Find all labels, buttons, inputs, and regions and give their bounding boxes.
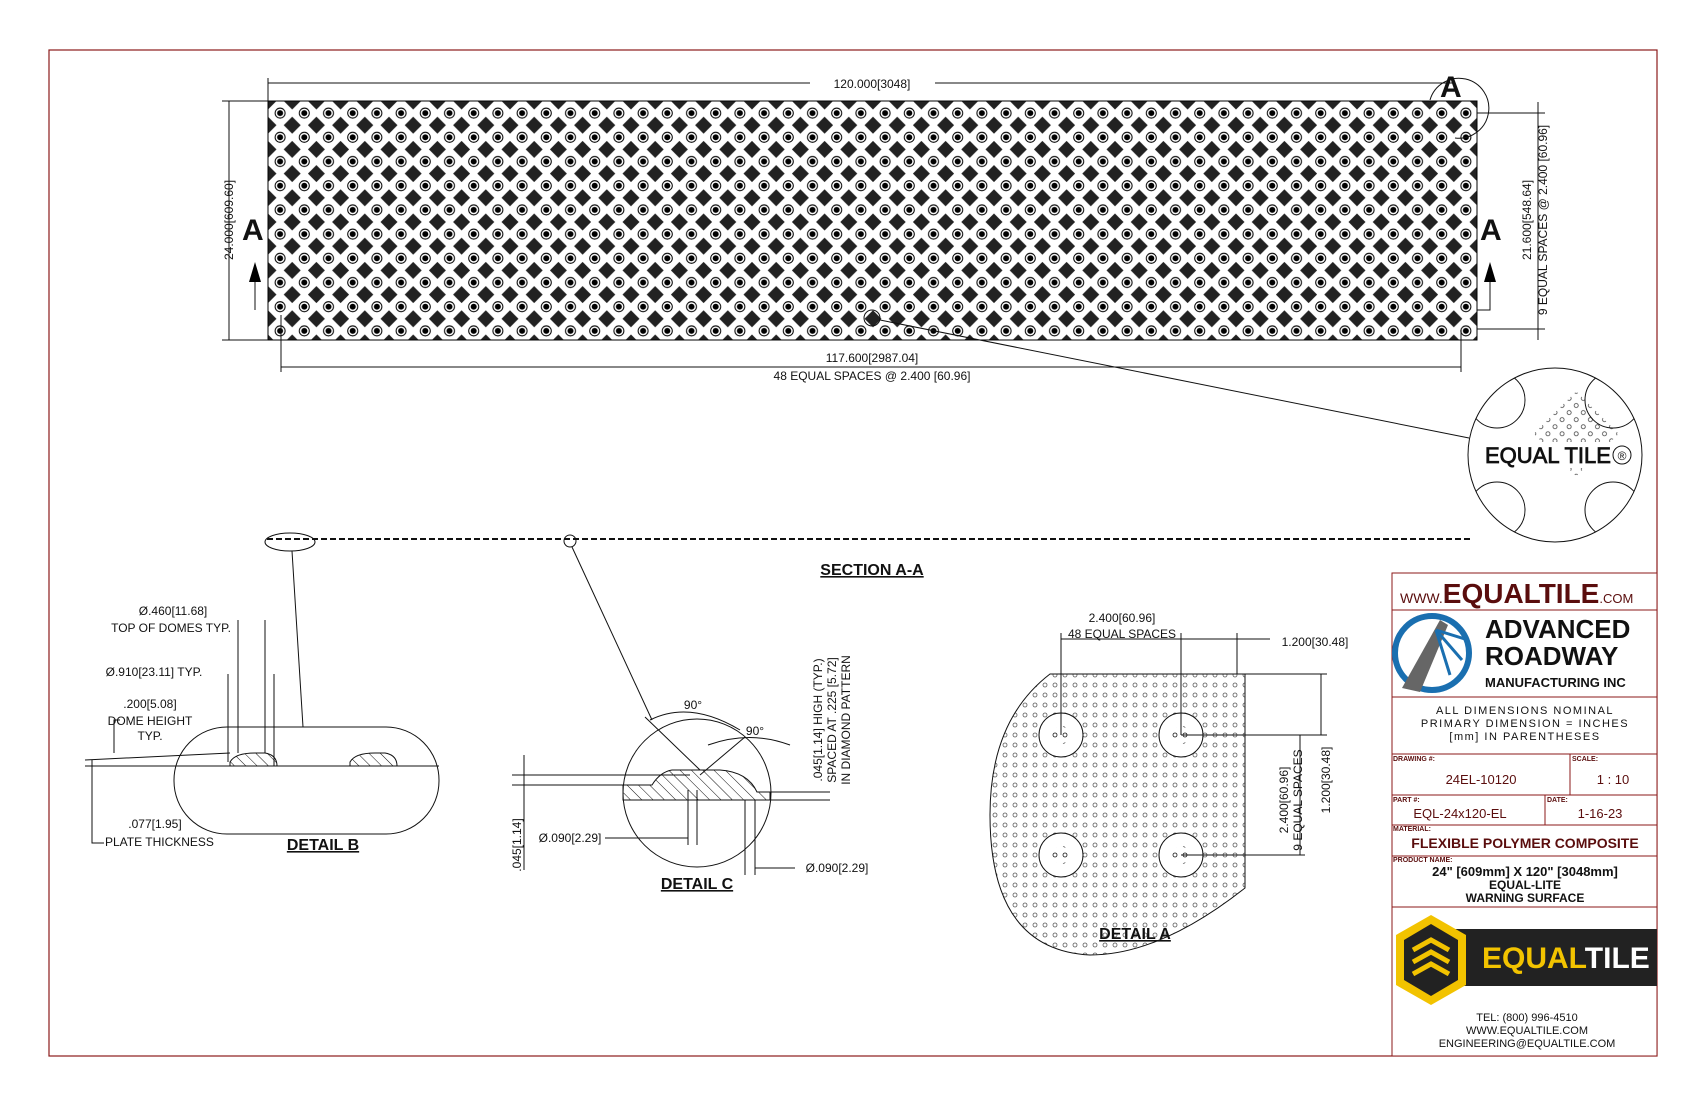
- detail-a-spacing-dim: 2.400[60.96]: [1089, 611, 1156, 625]
- detail-c: 90° 90° .045[1.14] Ø.090[2.29] Ø.090[2.2…: [510, 546, 869, 893]
- dome-height-dim: .200[5.08]: [123, 697, 176, 711]
- product-line-3: WARNING SURFACE: [1466, 891, 1585, 905]
- contact-website: WWW.EQUALTILE.COM: [1466, 1025, 1588, 1037]
- detail-c-title: DETAIL C: [661, 876, 734, 893]
- top-dome-note: TOP OF DOMES TYP.: [111, 621, 231, 635]
- vert-spacing-dim: 2.400[60.96]: [1277, 767, 1291, 834]
- base-dia-dim: Ø.910[23.11] TYP.: [106, 665, 203, 679]
- plate-thickness-dim: .077[1.95]: [128, 817, 181, 831]
- website-suffix: .COM: [1599, 591, 1633, 606]
- scale-value: 1 : 10: [1597, 772, 1630, 787]
- detail-a-title: DETAIL A: [1099, 926, 1171, 943]
- material-label: MATERIAL:: [1393, 826, 1431, 833]
- website-main: EQUALTILE: [1443, 578, 1600, 609]
- dome-spaces-width-note: 9 EQUAL SPACES @ 2.400 [60.96]: [1536, 125, 1550, 315]
- date-value: 1-16-23: [1578, 806, 1623, 821]
- dome-span-length-dim: 117.600[2987.04]: [826, 351, 919, 365]
- dia-2-dim: Ø.090[2.29]: [806, 861, 869, 875]
- detail-a-spacing-note: 48 EQUAL SPACES: [1068, 627, 1176, 641]
- bar-note-3: IN DIAMOND PATTERN: [839, 655, 853, 785]
- section-title: SECTION A-A: [820, 562, 924, 579]
- edge-offset-x-dim: 1.200[30.48]: [1282, 635, 1349, 649]
- detail-a: 2.400[60.96] 48 EQUAL SPACES 1.200[30.48…: [989, 611, 1349, 956]
- section-marker-left: A: [242, 214, 264, 247]
- part-label: PART #:: [1393, 797, 1420, 804]
- note-line-2: PRIMARY DIMENSION = INCHES: [1421, 718, 1629, 730]
- date-label: DATE:: [1547, 797, 1568, 804]
- scale-label: SCALE:: [1572, 756, 1598, 763]
- angle-2: 90°: [746, 724, 764, 738]
- product-label: PRODUCT NAME:: [1393, 857, 1453, 864]
- detail-a-marker: A: [1440, 71, 1462, 104]
- material-value: FLEXIBLE POLYMER COMPOSITE: [1411, 835, 1638, 851]
- brand-name-part-2: TILE: [1585, 942, 1650, 975]
- section-marker-right: A: [1480, 214, 1502, 247]
- website-prefix: WWW.: [1400, 590, 1443, 606]
- dome-height-note: DOME HEIGHT: [108, 714, 193, 728]
- top-dome-dia-dim: Ø.460[11.68]: [139, 604, 208, 618]
- tile-plan: [267, 100, 1478, 341]
- plan-view: 120.000[3048] 24.000[609.60] A A A 117.6…: [222, 71, 1550, 439]
- equaltile-logo-icon: [1396, 915, 1466, 1005]
- vert-spacing-note: 9 EQUAL SPACES: [1291, 749, 1305, 850]
- company-line-3: MANUFACTURING INC: [1485, 675, 1626, 690]
- drawing-label: DRAWING #:: [1393, 756, 1435, 763]
- dome-height-typ: TYP.: [137, 729, 162, 743]
- dome-span-width-dim: 21.600[548.64]: [1520, 180, 1534, 260]
- svg-text:WWW.EQUALTILE.COM: WWW.EQUALTILE.COM: [1400, 578, 1633, 609]
- title-block: WWW.EQUALTILE.COM ADVANCED ROADWAY MANUF…: [1391, 572, 1658, 1057]
- overall-length-dim: 120.000[3048]: [834, 77, 911, 91]
- brand-name-part-1: EQUAL: [1482, 942, 1587, 975]
- dome-spaces-length-note: 48 EQUAL SPACES @ 2.400 [60.96]: [774, 369, 971, 383]
- product-line-1: 24" [609mm] X 120" [3048mm]: [1432, 864, 1618, 879]
- part-value: EQL-24x120-EL: [1413, 806, 1506, 821]
- note-line-1: ALL DIMENSIONS NOMINAL: [1436, 705, 1614, 717]
- contact-phone: TEL: (800) 996-4510: [1476, 1012, 1578, 1024]
- company-line-1: ADVANCED: [1485, 614, 1630, 644]
- arm-logo-icon: [1392, 613, 1472, 693]
- product-line-2: EQUAL-LITE: [1489, 878, 1561, 892]
- note-line-3: [mm] IN PARENTHESES: [1449, 731, 1600, 743]
- edge-offset-y-dim: 1.200[30.48]: [1319, 747, 1333, 814]
- logo-detail: EQUAL TILE ®: [1467, 367, 1643, 543]
- contact-email: ENGINEERING@EQUALTILE.COM: [1439, 1038, 1616, 1050]
- height-left-dim: .045[1.14]: [510, 818, 524, 871]
- drawing-value: 24EL-10120: [1446, 772, 1517, 787]
- registered-mark: ®: [1618, 449, 1627, 463]
- plate-thickness-note: PLATE THICKNESS: [105, 835, 214, 849]
- logo-text: EQUAL TILE: [1485, 443, 1611, 468]
- angle-1: 90°: [684, 698, 702, 712]
- bar-note-1: .045[1.14] HIGH (TYP.): [811, 658, 825, 781]
- detail-b-title: DETAIL B: [287, 837, 359, 854]
- drawing-frame: [48, 49, 1658, 1057]
- company-line-2: ROADWAY: [1485, 641, 1618, 671]
- svg-text:EQUALTILE: EQUALTILE: [1482, 942, 1650, 975]
- brand-banner: [1430, 929, 1657, 986]
- detail-b: Ø.460[11.68] TOP OF DOMES TYP. Ø.910[23.…: [84, 550, 440, 854]
- bar-note-2: SPACED AT .225 [5.72]: [825, 657, 839, 782]
- section-a-a: SECTION A-A: [264, 532, 1473, 579]
- dia-1-dim: Ø.090[2.29]: [539, 831, 602, 845]
- overall-width-dim: 24.000[609.60]: [222, 180, 236, 260]
